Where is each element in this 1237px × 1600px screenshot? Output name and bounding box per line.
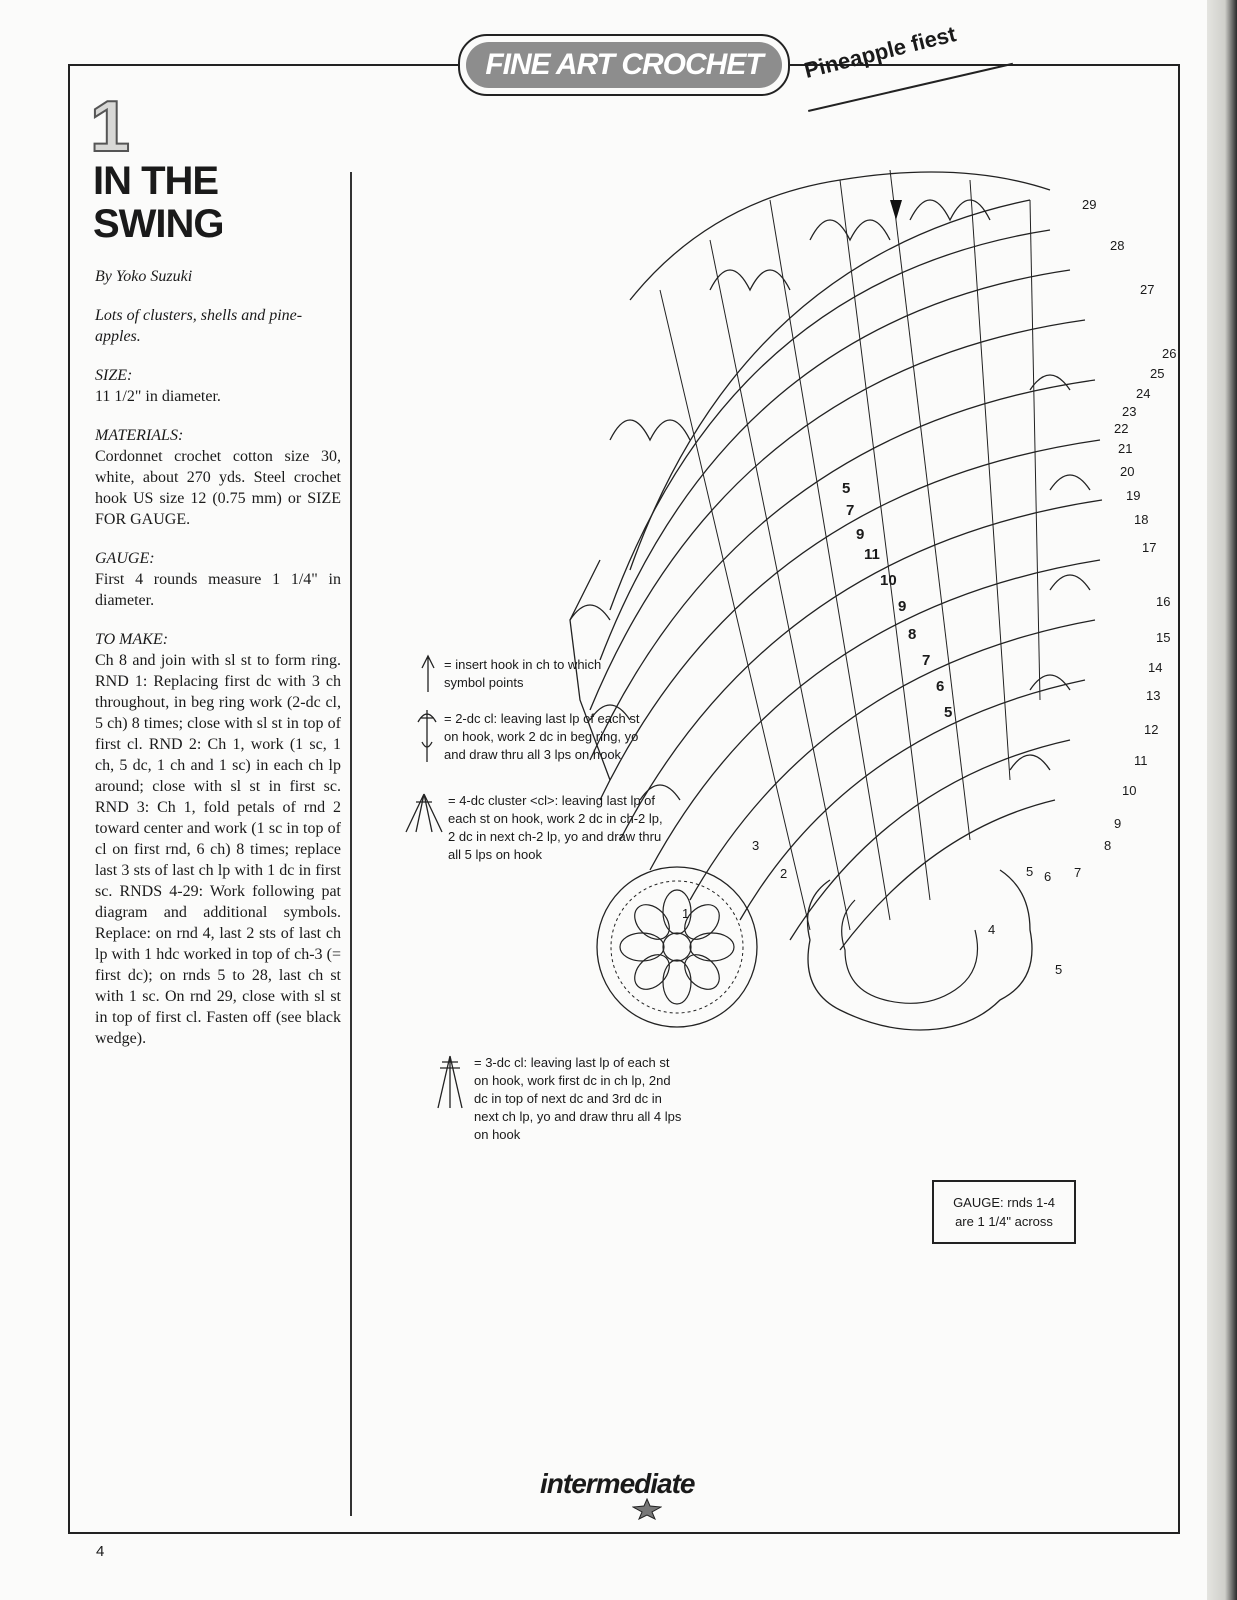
inner-round-label: 6 [936,678,944,695]
round-label: 13 [1146,688,1160,703]
chart-arc [650,560,1100,870]
brand-banner: FINE ART CROCHET [458,34,790,96]
round-label: 18 [1134,512,1148,527]
round-label: 10 [1122,783,1136,798]
center-motif [592,862,762,1032]
inner-round-label: 5 [944,704,952,721]
chart-spokes [660,170,1040,930]
legend-two-dc-cluster: = 2-dc cl: leaving last lp of each st on… [444,710,649,764]
inner-round-label: 5 [842,480,850,497]
round-label: 11 [1134,753,1148,768]
round-label: 15 [1156,630,1170,645]
chart-arc [610,230,1050,610]
round-label: 29 [1082,197,1096,212]
chart-arc [740,680,1085,920]
size-section: SIZE: 11 1/2" in diameter. [95,365,341,407]
instructions-column: By Yoko Suzuki Lots of clusters, shells … [95,266,341,1049]
inner-round-label: 7 [846,502,854,519]
round-label: 5 [1055,962,1062,977]
round-label: 25 [1150,366,1164,381]
title-line-2: SWING [93,203,224,246]
to-make-text: Ch 8 and join with sl st to form ring. R… [95,650,341,1049]
motif-round-label: 3 [752,838,759,853]
motif-round-label: 2 [780,866,787,881]
two-dc-cluster-icon [414,708,440,764]
black-wedge-icon [890,200,902,220]
gauge-section: GAUGE: First 4 rounds measure 1 1/4" in … [95,548,341,611]
page-number: 4 [96,1543,104,1560]
to-make-heading: TO MAKE: [95,629,341,650]
round-label: 4 [988,922,995,937]
round-label: 24 [1136,386,1150,401]
chart-top-edge [630,172,1050,300]
gauge-box-line2: are 1 1/4" across [934,1212,1074,1231]
chart-arc [840,800,1055,950]
chart-lower-ruffle-inner [842,900,978,1003]
intro-text: Lots of clusters, shells and pine-apples… [95,305,341,347]
brand-banner-inner: FINE ART CROCHET [466,42,782,88]
materials-section: MATERIALS: Cordonnet crochet cotton size… [95,425,341,530]
chart-arc [590,320,1085,710]
brand-title: FINE ART CROCHET [485,48,762,82]
round-label: 21 [1118,441,1132,456]
chart-arc [690,620,1095,900]
gauge-box: GAUGE: rnds 1-4 are 1 1/4" across [932,1180,1076,1244]
round-label: 22 [1114,421,1128,436]
page-edge [1207,0,1237,1600]
skill-level: intermediate [540,1468,695,1500]
round-label: 16 [1156,594,1170,609]
to-make-section: TO MAKE: Ch 8 and join with sl st to for… [95,629,341,1049]
four-dc-cluster-icon [402,790,446,834]
chart-arc [630,200,1030,570]
round-label: 28 [1110,238,1124,253]
materials-text: Cordonnet crochet cotton size 30, white,… [95,446,341,530]
inner-round-label: 11 [864,546,880,563]
size-heading: SIZE: [95,365,341,386]
inner-round-label: 9 [856,526,864,543]
round-label: 17 [1142,540,1156,555]
chart-arc [620,500,1102,840]
round-label: 26 [1162,346,1176,361]
round-label: 8 [1104,838,1111,853]
round-label: 27 [1140,282,1154,297]
round-label: 9 [1114,816,1121,831]
column-divider [350,172,352,1516]
chart-spoke [840,180,930,900]
byline: By Yoko Suzuki [95,266,341,287]
pattern-title: IN THE SWING [93,160,224,246]
three-dc-cluster-icon [430,1052,470,1110]
insert-hook-icon [418,654,438,694]
star-icon [632,1498,662,1520]
inner-round-label: 7 [922,652,930,669]
gauge-heading: GAUGE: [95,548,341,569]
pattern-number: 1 [90,86,130,168]
legend-insert-hook: = insert hook in ch to which symbol poin… [444,656,604,692]
chart-arc [600,270,1070,660]
round-label: 6 [1044,869,1051,884]
motif-round-label: 1 [682,906,689,921]
inner-round-label: 8 [908,626,916,643]
inner-round-label: 10 [880,572,897,589]
gauge-box-line1: GAUGE: rnds 1-4 [934,1193,1074,1212]
round-label: 14 [1148,660,1162,675]
round-label: 19 [1126,488,1140,503]
inner-round-label: 9 [898,598,906,615]
round-label: 7 [1074,865,1081,880]
gauge-text: First 4 rounds measure 1 1/4" in diamete… [95,569,341,611]
title-line-1: IN THE [93,160,224,203]
round-label: 12 [1144,722,1158,737]
materials-heading: MATERIALS: [95,425,341,446]
size-text: 11 1/2" in diameter. [95,386,341,407]
legend-four-dc-cluster: = 4-dc cluster <cl>: leaving last lp of … [448,792,663,864]
round-label: 23 [1122,404,1136,419]
round-label: 5 [1026,864,1033,879]
round-label: 20 [1120,464,1134,479]
legend-three-dc-cluster: = 3-dc cl: leaving last lp of each st on… [474,1054,684,1144]
chart-lower-ruffle [808,870,1033,1030]
